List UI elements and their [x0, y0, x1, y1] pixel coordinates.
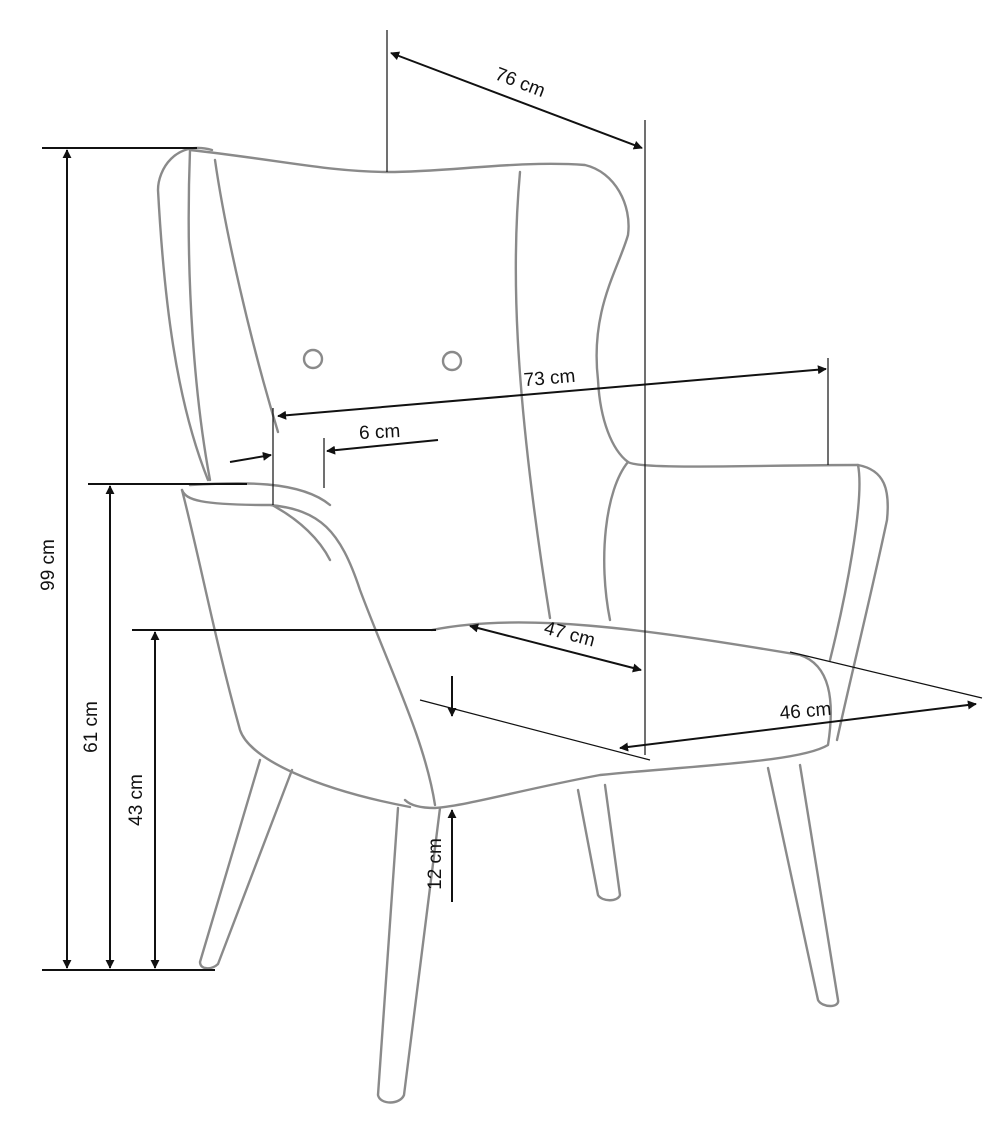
- right-armrest-front: [828, 463, 861, 662]
- right-armrest-inner: [603, 460, 630, 622]
- label-seat-height: 43 cm: [126, 774, 147, 826]
- left-armrest-outline: [180, 488, 437, 807]
- dim-line-total-width: [390, 51, 643, 150]
- dim-line-seat-width: [619, 700, 977, 752]
- label-seat-width: 46 cm: [779, 699, 832, 724]
- armchair-drawing: [156, 146, 889, 1104]
- extension-line-46-right: [789, 651, 983, 699]
- label-total-height: 99 cm: [38, 539, 59, 591]
- seat-outline: [403, 621, 832, 810]
- dim-line-armrest-left: [229, 451, 272, 463]
- front-right-leg: [766, 763, 840, 1008]
- label-arm-height: 61 cm: [81, 701, 102, 753]
- backrest-inner-left: [213, 158, 280, 434]
- dim-line-arm-width: [277, 365, 827, 420]
- dim-line-armrest-right: [326, 439, 439, 455]
- front-center-leg: [376, 806, 442, 1104]
- label-total-width: 76 cm: [492, 64, 548, 102]
- backrest-button-left: [302, 348, 324, 370]
- left-armrest-side: [270, 503, 332, 562]
- label-armrest-width: 6 cm: [359, 421, 401, 444]
- front-left-leg: [198, 758, 294, 970]
- backrest-inner-right: [514, 170, 552, 620]
- rear-center-leg: [576, 783, 622, 902]
- dim-line-seat-depth: [469, 623, 642, 673]
- dimension-annotations: 76 cm 73 cm 6 cm 47 cm 46 cm 99 cm 61 cm: [38, 30, 983, 971]
- backrest-outline: [188, 148, 630, 464]
- left-wing-outline: [156, 146, 214, 482]
- extension-line-46-left: [419, 699, 651, 761]
- label-leg-clearance: 12 cm: [425, 838, 446, 890]
- backrest-button-right: [441, 350, 463, 372]
- right-armrest-outline: [626, 460, 889, 742]
- label-arm-width: 73 cm: [523, 366, 576, 391]
- left-armrest-front: [180, 488, 412, 809]
- left-wing-inner: [187, 148, 212, 482]
